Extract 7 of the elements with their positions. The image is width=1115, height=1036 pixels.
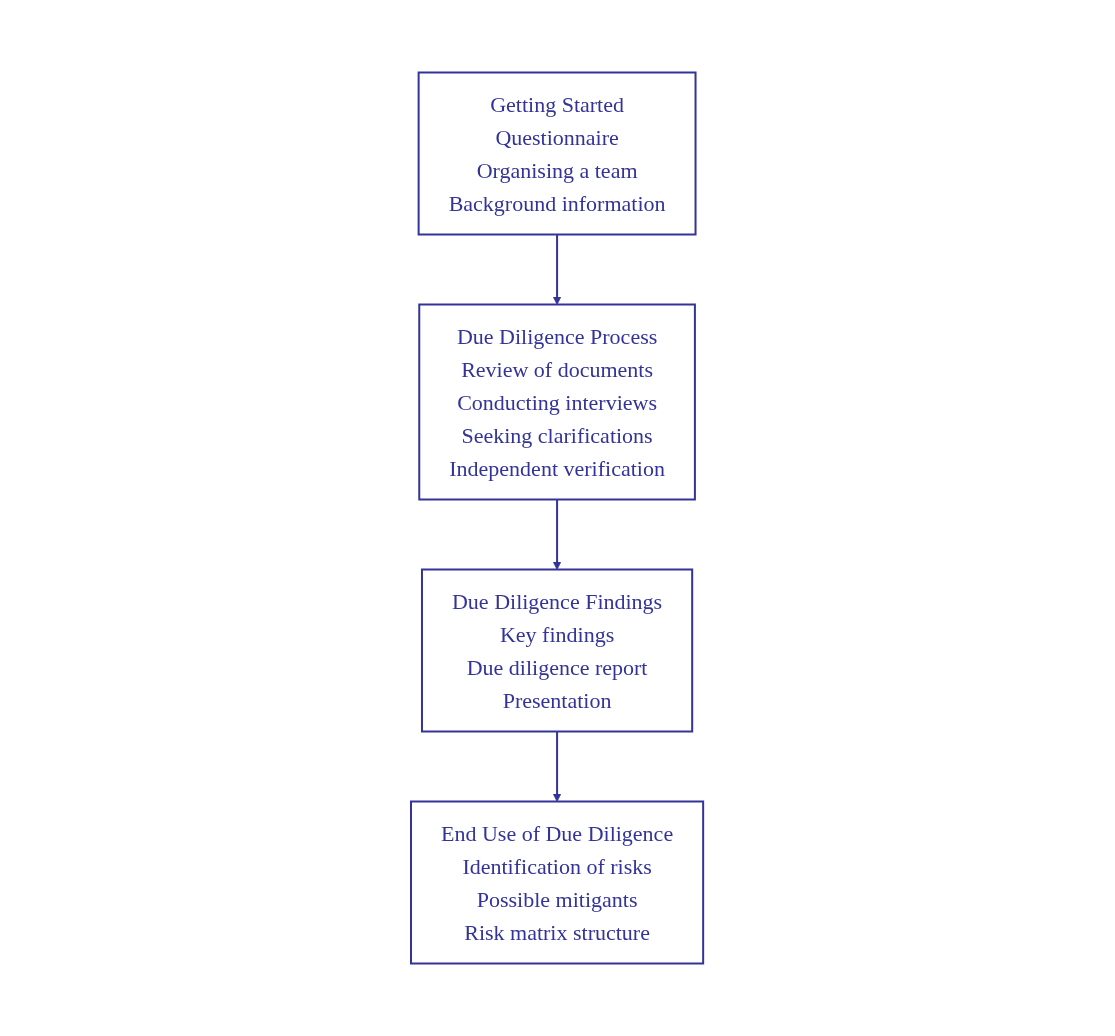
arrow	[553, 233, 562, 305]
arrow	[553, 730, 562, 802]
node-box: Due Diligence Findings Key findings Due diligence report Presentation	[421, 568, 694, 733]
node-box: Getting Started Questionnaire Organising a team Background information	[418, 71, 697, 236]
arrow	[553, 498, 562, 570]
node-box: Due Diligence Process Review of documents Conducting interviews Seeking clarifications Independent verification	[418, 303, 697, 501]
node-box: End Use of Due Diligence Identification of risks Possible mitigants Risk matrix structure	[410, 800, 705, 965]
